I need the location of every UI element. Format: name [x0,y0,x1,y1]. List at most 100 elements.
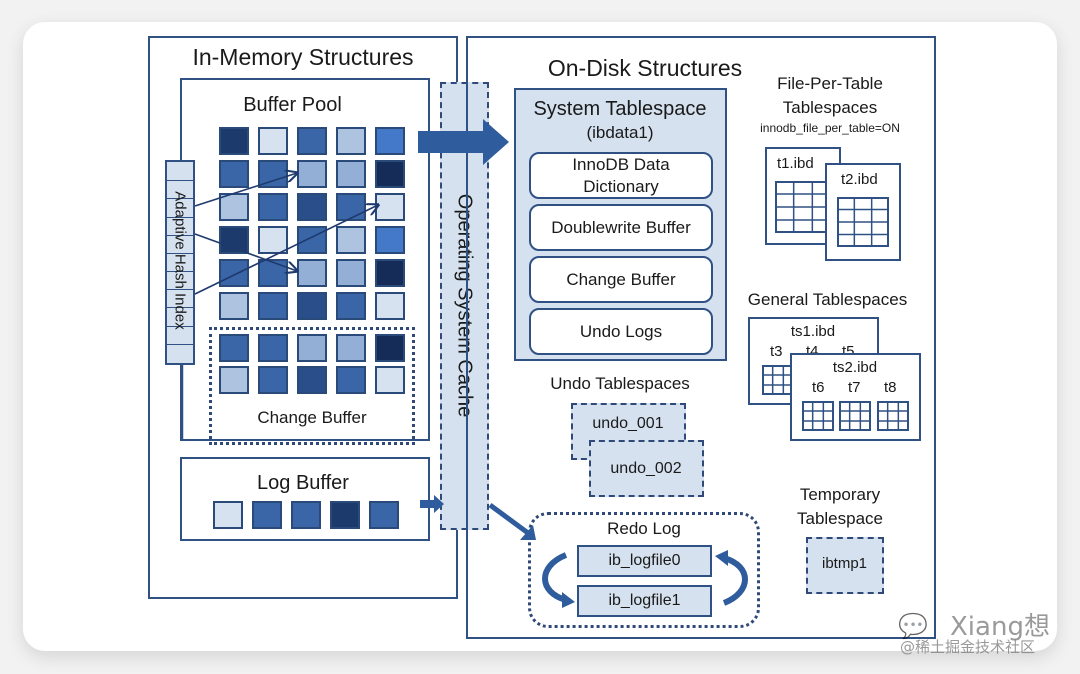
buffer-pool-page [219,292,249,320]
buffer-pool-page [219,127,249,155]
hash-segment-divider [167,289,193,291]
table-t7-label: t7 [848,379,861,396]
table-t6-label: t6 [812,379,825,396]
undo-002-label: undo_002 [610,460,682,477]
table-grid-icon [802,401,834,431]
buffer-pool-page [336,259,366,287]
change-buffer-page [219,334,249,362]
temporary-tablespace-title-line1: Temporary [799,485,881,504]
buffer-pool-page [375,292,405,320]
general-tablespaces-title: General Tablespaces [747,290,908,309]
hash-segment-divider [167,216,193,218]
table-grid-icon [775,181,831,233]
buffer-pool-page [258,193,288,221]
log-buffer-block [252,501,282,529]
change-buffer-page [375,334,405,362]
file-t2-ibd: t2.ibd [825,163,901,261]
log-buffer-block [213,501,243,529]
hash-segment-divider [167,198,193,200]
change-buffer-page [258,366,288,394]
buffer-pool-page [219,259,249,287]
change-buffer-page [375,366,405,394]
file-ts2-ibd: ts2.ibd t6 t7 t8 [790,353,921,441]
undo-001-label: undo_001 [592,415,664,432]
hash-segment-divider [167,307,193,309]
table-grid-icon [837,197,889,247]
ibtmp1-label: ibtmp1 [821,555,868,572]
file-per-table-title-line1: File-Per-Table [777,74,883,93]
system-item-undo-logs: Undo Logs [529,308,713,355]
hash-segment-divider [167,271,193,273]
buffer-pool-page [258,160,288,188]
change-buffer-region [209,327,415,445]
redo-log-region [528,512,760,628]
buffer-pool-page [375,259,405,287]
buffer-pool-page [297,193,327,221]
table-grid-icon [762,365,794,395]
buffer-pool-page [258,226,288,254]
change-buffer-page [297,366,327,394]
hash-segment-divider [167,325,193,327]
watermark-line2: @稀土掘金技术社区 [900,638,1036,656]
buffer-pool-page [258,259,288,287]
undo-tablespaces-title: Undo Tablespaces [550,374,690,393]
hash-segment-divider [167,234,193,236]
file-ts1-label: ts1.ibd [790,323,836,340]
ibtmp1-file: ibtmp1 [806,537,884,594]
buffer-pool-page [375,193,405,221]
buffer-pool-page [336,226,366,254]
table-grid-icon [877,401,909,431]
buffer-pool-page [336,160,366,188]
table-t8-label: t8 [884,379,897,396]
watermark-wechat-icon: 💬 [898,612,928,640]
change-buffer-page [297,334,327,362]
buffer-pool-page [336,292,366,320]
log-buffer-block [369,501,399,529]
file-ts2-label: ts2.ibd [832,359,878,376]
buffer-pool-page [375,127,405,155]
file-t2-label: t2.ibd [841,171,878,188]
undo-002-file: undo_002 [589,440,704,497]
log-buffer-block [330,501,360,529]
buffer-pool-page [258,127,288,155]
log-buffer-block [291,501,321,529]
buffer-pool-title: Buffer Pool [243,94,342,116]
buffer-pool-page [297,259,327,287]
buffer-pool-page [258,292,288,320]
watermark-line1: Xiang想 [950,612,1050,642]
buffer-pool-page [297,160,327,188]
change-buffer-title: Change Buffer [257,408,367,427]
buffer-pool-page [297,127,327,155]
change-buffer-page [219,366,249,394]
ib-logfile0: ib_logfile0 [577,545,712,577]
temporary-tablespace-title-line2: Tablespace [796,509,883,528]
buffer-pool-page [336,127,366,155]
log-buffer-title: Log Buffer [257,472,349,494]
file-per-table-setting: innodb_file_per_table=ON [760,121,900,135]
table-grid-icon [839,401,871,431]
ib-logfile1: ib_logfile1 [577,585,712,617]
on-disk-structures-panel [466,36,936,639]
hash-segment-divider [167,180,193,182]
system-item-data-dictionary: InnoDB Data Dictionary [529,152,713,199]
buffer-pool-page [219,226,249,254]
in-memory-title: In-Memory Structures [192,44,414,70]
file-t1-label: t1.ibd [777,155,814,172]
adaptive-hash-index [165,160,195,365]
change-buffer-page [336,366,366,394]
file-per-table-title-line2: Tablespaces [782,98,878,117]
buffer-pool-page [375,226,405,254]
buffer-pool-page [297,226,327,254]
buffer-pool-page [219,193,249,221]
system-tablespace-subtitle: (ibdata1) [586,123,654,142]
system-item-doublewrite-buffer: Doublewrite Buffer [529,204,713,251]
system-tablespace-title: System Tablespace [533,98,707,120]
buffer-pool-page [297,292,327,320]
buffer-pool-page [219,160,249,188]
buffer-pool-page [375,160,405,188]
redo-log-title: Redo Log [607,519,681,538]
buffer-pool-page [336,193,366,221]
hash-segment-divider [167,343,193,345]
on-disk-title: On-Disk Structures [547,55,743,81]
adaptive-hash-index-label: Adaptive Hash Index [171,191,189,330]
